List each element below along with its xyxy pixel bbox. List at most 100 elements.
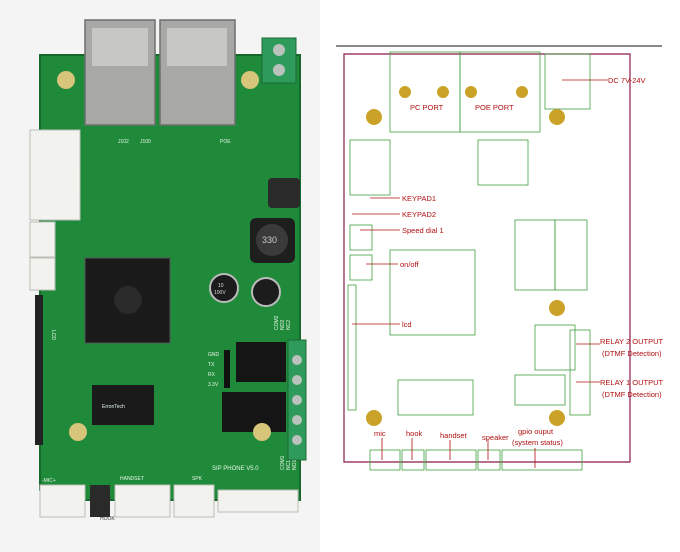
label-relay2-sub: (DTMF Detection) [602, 349, 662, 358]
capacitor-1 [209, 273, 239, 303]
chip-brand-label: ErronTech [102, 404, 125, 410]
relay-2 [236, 342, 286, 382]
label-handset: handset [440, 431, 468, 440]
label-speaker: speaker [482, 433, 509, 442]
label-speed-dial: Speed dial 1 [402, 226, 444, 235]
component-outlines [347, 51, 591, 471]
relay1-footprint-outline [514, 374, 566, 406]
silk-nc1: NC1 [286, 460, 292, 470]
photo-mount-hole-3 [69, 423, 87, 441]
gpio-footprint-outline [501, 449, 583, 471]
port-label-j100: J100 [140, 139, 151, 145]
lcd-silk-label: LCD [50, 330, 56, 340]
rj45-poe-outline [459, 51, 541, 133]
lcd-header [35, 295, 43, 445]
label-hook: hook [406, 429, 423, 438]
pcb-photo: J102 J100 POE KEYPAD1 LCD ErronTech 330 … [0, 0, 320, 552]
mic-footprint-outline [369, 449, 401, 471]
keypad-connector [29, 129, 81, 221]
silk-com2: COM2 [274, 315, 280, 330]
label-keypad1: KEYPAD1 [402, 194, 436, 203]
speaker-connector [173, 484, 215, 518]
onoff-connector [29, 257, 56, 291]
inductor-marking: 330 [262, 235, 277, 245]
flash-footprint-outline [397, 379, 474, 416]
keypad-footprint-outline [349, 139, 391, 196]
relay-1 [222, 392, 286, 432]
processor-logo [114, 286, 142, 314]
schematic-background [330, 40, 675, 552]
relay-terminal-screw-3 [292, 395, 302, 405]
label-gpio: gpio ouput [518, 427, 554, 436]
relay-terminal-screw-4 [292, 415, 302, 425]
photo-mount-hole-4 [253, 423, 271, 441]
label-mic: mic [374, 429, 386, 438]
label-poe-port: POE PORT [475, 103, 514, 112]
handset-connector [114, 484, 171, 518]
relay-terminal-outline [569, 329, 591, 416]
port-label-j102: J102 [118, 139, 129, 145]
silk-com1: COM1 [280, 455, 286, 470]
silk-tx: TX [208, 362, 215, 368]
keypad-silk-label: KEYPAD1 [68, 170, 74, 193]
board-title: SIP PHONE V5.0 [212, 466, 259, 472]
hook-switch [90, 485, 110, 517]
mount-hole-1 [366, 109, 382, 125]
lcd-header-outline [347, 284, 357, 411]
label-onoff: on/off [400, 260, 420, 269]
mount-hole-4 [366, 410, 382, 426]
ethernet-jack-poe-shield [167, 28, 227, 66]
relay2-footprint-outline [534, 324, 576, 371]
label-pc-port: PC PORT [410, 103, 444, 112]
silk-no2: NO2 [280, 320, 286, 331]
debug-header [224, 350, 230, 388]
soc-footprint-outline [389, 249, 476, 336]
ic-outline-1 [477, 139, 529, 186]
label-relay1-sub: (DTMF Detection) [602, 390, 662, 399]
inductor-small [268, 178, 300, 208]
relay-terminal-screw-5 [292, 435, 302, 445]
gpio-connector [217, 489, 299, 513]
hook-footprint-outline [401, 449, 425, 471]
label-keypad2: KEYPAD2 [402, 210, 436, 219]
capacitor-2 [251, 277, 281, 307]
mic-connector [39, 484, 86, 518]
capacitor-marking-2: 100V [214, 290, 226, 296]
pc-port-led-2 [437, 86, 449, 98]
speaker-footprint-outline [477, 449, 501, 471]
label-relay2: RELAY 2 OUTPUT [600, 337, 663, 346]
silk-handset: HANDSET [120, 476, 144, 482]
port-label-poe: POE [220, 139, 231, 145]
silk-spk: SPK [192, 476, 203, 482]
label-gpio-sub: (system status) [512, 438, 563, 447]
label-dc: DC 7V-24V [608, 76, 646, 85]
ethernet-jack-pc-shield [92, 28, 148, 66]
relay-terminal-screw-2 [292, 375, 302, 385]
regulator-outline-2 [554, 219, 588, 291]
dc-terminal-screw-1 [273, 44, 285, 56]
mount-hole-5 [549, 410, 565, 426]
mount-hole-2 [549, 109, 565, 125]
poe-port-led-2 [516, 86, 528, 98]
pcb-layout-diagram: DC 7V-24V PC PORT POE PORT KEYPAD1 KEYPA… [330, 40, 675, 552]
silk-mic: -MIC+ [42, 478, 56, 484]
silk-3v3: 3.3V [208, 382, 219, 388]
label-lcd: lcd [402, 320, 412, 329]
photo-mount-hole-1 [57, 71, 75, 89]
flash-chip [92, 385, 154, 425]
speed-dial-connector [29, 221, 56, 258]
silk-no1: NO1 [292, 460, 298, 471]
dc-terminal-screw-2 [273, 64, 285, 76]
inductor-coil [256, 224, 288, 256]
annotation-lines [352, 79, 608, 468]
capacitor-marking-1: 10 [218, 283, 224, 289]
poe-port-led [465, 86, 477, 98]
board-outline [343, 53, 631, 463]
mount-hole-3 [549, 300, 565, 316]
silk-gnd: GND [208, 352, 220, 358]
label-relay1: RELAY 1 OUTPUT [600, 378, 663, 387]
handset-footprint-outline [425, 449, 477, 471]
silk-nc2: NC2 [286, 320, 292, 330]
photo-mount-hole-2 [241, 71, 259, 89]
silk-hook: HOOK [100, 516, 115, 522]
